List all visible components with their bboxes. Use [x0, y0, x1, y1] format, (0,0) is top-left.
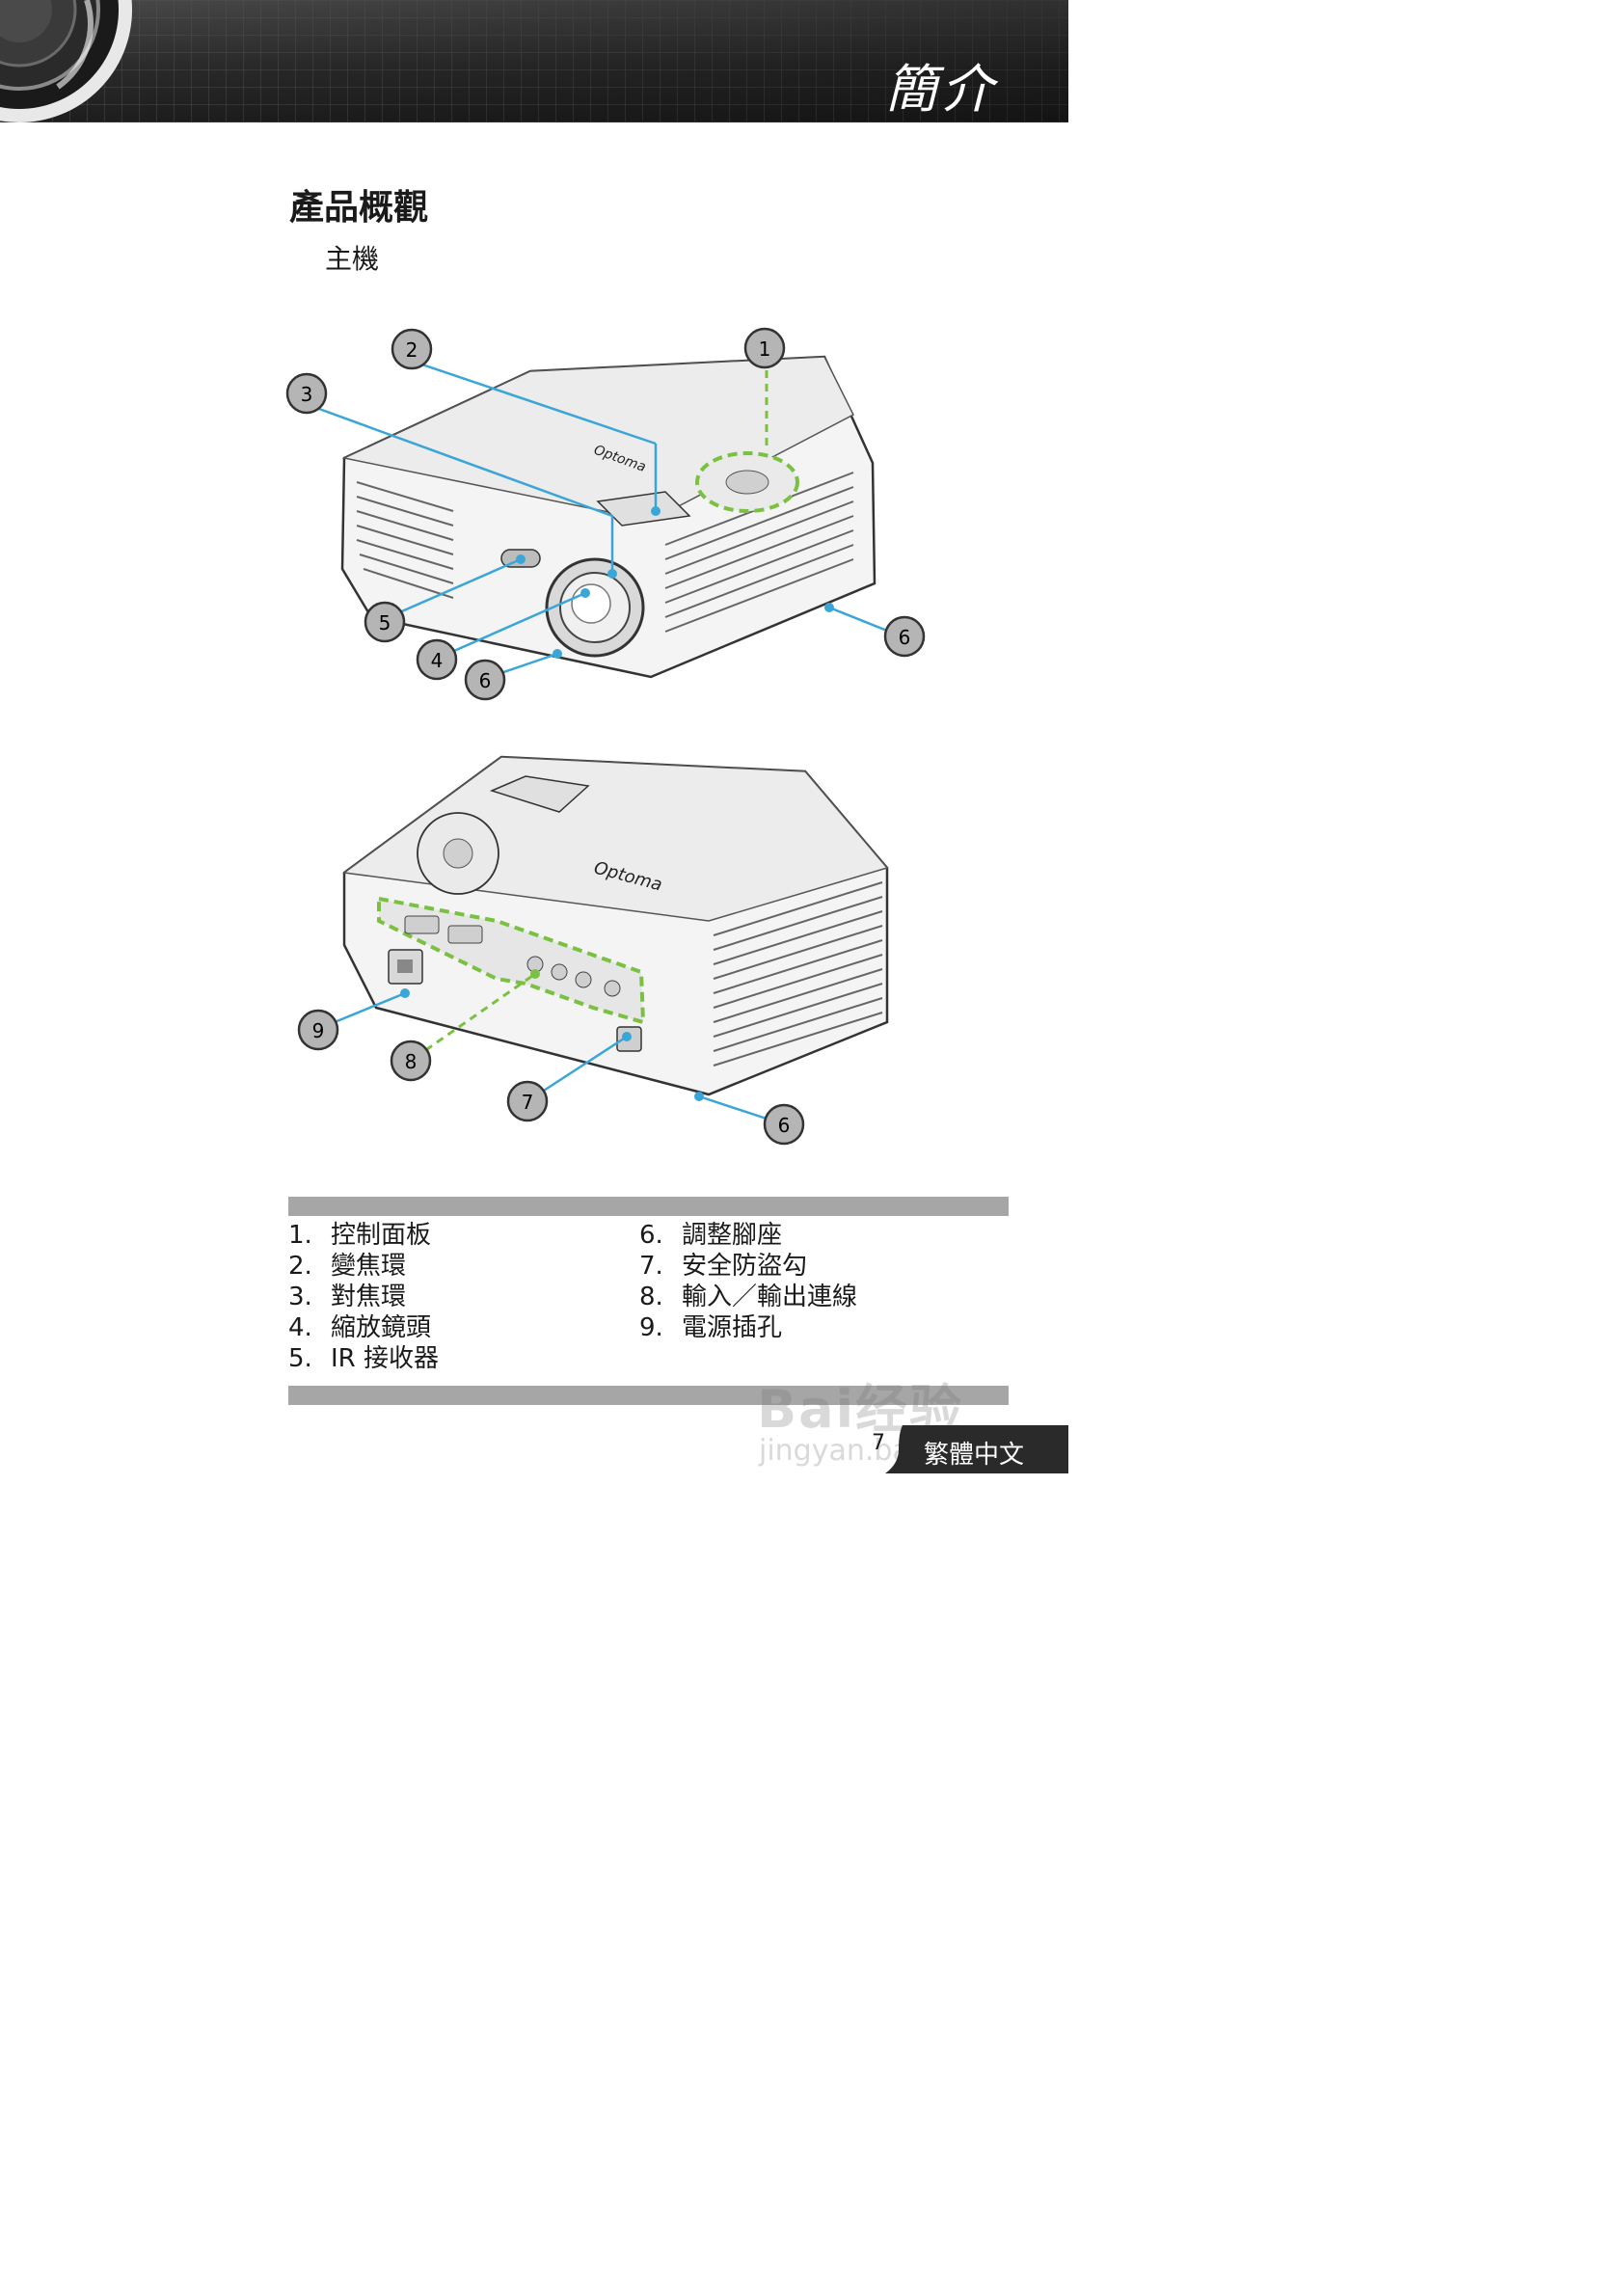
callout-1: 1 [743, 327, 786, 369]
svg-text:6: 6 [778, 1114, 791, 1137]
projector-rear-view: Optoma 9 [297, 755, 889, 1146]
legend-left-column: 1.控制面板 2.變焦環 3.對焦環 4.縮放鏡頭 5.IR 接收器 [288, 1220, 439, 1374]
svg-text:6: 6 [479, 669, 492, 692]
svg-text:6: 6 [899, 626, 911, 649]
legend-item: 6.調整腳座 [639, 1221, 783, 1250]
section-subtitle: 主機 [325, 243, 380, 275]
legend-item: 1.控制面板 [288, 1221, 432, 1250]
svg-text:1: 1 [759, 338, 771, 361]
projector-diagram: Optoma 1 2 3 [285, 327, 926, 1146]
legend-right-column: 6.調整腳座 7.安全防盜勾 8.輸入／輸出連線 9.電源插孔 [639, 1220, 857, 1343]
svg-text:3: 3 [301, 383, 313, 406]
legend-item: 8.輸入／輸出連線 [639, 1283, 858, 1311]
chapter-title: 簡介 [885, 59, 997, 120]
svg-text:7: 7 [522, 1091, 534, 1114]
callout-6c: 6 [763, 1103, 805, 1146]
svg-text:5: 5 [379, 611, 391, 635]
header-band: 簡介 [0, 0, 1068, 122]
legend-item: 7.安全防盜勾 [639, 1252, 808, 1281]
legend-item: 5.IR 接收器 [288, 1344, 439, 1373]
callout-2: 2 [391, 328, 433, 370]
page-number: 7 [872, 1431, 885, 1455]
callout-5: 5 [364, 601, 406, 643]
legend-item: 2.變焦環 [288, 1252, 407, 1281]
legend-top-divider [288, 1197, 1009, 1216]
svg-text:8: 8 [405, 1050, 418, 1073]
legend-item: 3.對焦環 [288, 1283, 407, 1311]
legend-bottom-divider [288, 1386, 1009, 1405]
header-grid-pattern [0, 0, 1068, 122]
callout-8: 8 [390, 1040, 432, 1082]
language-tab [885, 1425, 1068, 1473]
callout-3: 3 [285, 372, 328, 415]
legend-item: 9.電源插孔 [639, 1313, 783, 1342]
svg-text:2: 2 [406, 338, 418, 362]
callout-4: 4 [416, 638, 458, 681]
svg-text:4: 4 [431, 649, 444, 672]
lens-decoration [0, 0, 132, 122]
projector-front-view: Optoma 1 2 3 [285, 327, 926, 701]
section-title: 產品概觀 [289, 188, 429, 228]
language-label: 繁體中文 [924, 1441, 1025, 1470]
callout-9: 9 [297, 1009, 339, 1051]
callout-7: 7 [506, 1080, 549, 1122]
callout-6a: 6 [464, 659, 506, 701]
legend-item: 4.縮放鏡頭 [288, 1313, 432, 1342]
callout-6b: 6 [883, 615, 926, 658]
svg-text:9: 9 [312, 1019, 325, 1042]
